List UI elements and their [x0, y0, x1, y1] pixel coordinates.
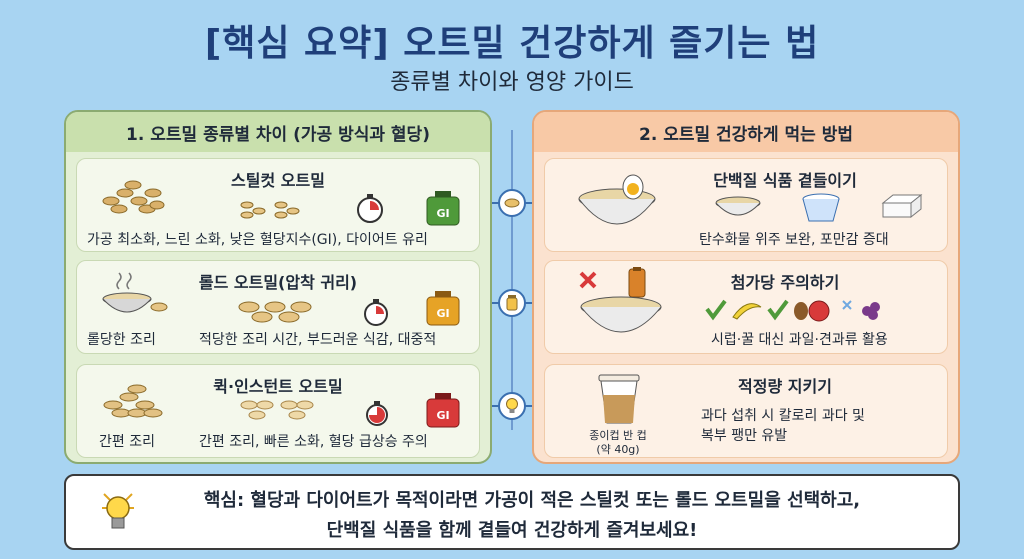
oat-flakes-node-icon	[498, 189, 526, 217]
instant-flakes-pile-icon	[103, 384, 163, 418]
steel-cut-title: 스틸컷 오트밀	[231, 171, 325, 190]
rolled-flakes-icon	[238, 301, 312, 323]
cup-amount-label: 종이컵 반 컵	[589, 429, 647, 442]
rolled-oats-card: 롤드 오트밀(압착 귀리) GI 롤당한 조리 적당한 조리 시간, 부드러운 …	[76, 260, 480, 354]
portion-description-line2: 복부 팽만 유발	[701, 428, 788, 444]
instant-oats-description: 간편 조리, 빠른 소화, 혈당 급상승 주의	[199, 434, 428, 450]
rolled-oats-description: 적당한 조리 시간, 부드러운 식감, 대중적	[199, 332, 437, 348]
portion-description-line1: 과다 섭취 시 칼로리 과다 및	[701, 408, 865, 424]
portion-card: 종이컵 반 컵 (약 40g) 적정량 지키기 과다 섭취 시 칼로리 과다 및…	[544, 364, 948, 458]
svg-text:GI: GI	[436, 307, 449, 320]
portion-title: 적정량 지키기	[738, 377, 832, 396]
rolled-oats-cooking-label: 롤당한 조리	[87, 332, 156, 348]
cup-weight-label: (약 40g)	[596, 443, 640, 456]
tofu-block-icon	[881, 193, 923, 219]
instant-oats-title: 퀵·인스턴트 오트밀	[213, 377, 343, 396]
paper-cup-icon	[598, 374, 640, 424]
rolled-oats-title: 롤드 오트밀(압착 귀리)	[198, 273, 358, 292]
steel-cut-card: 스틸컷 오트밀 GI 가공 최소화, 느린 소화, 낮은 혈당지수(GI), 다…	[76, 158, 480, 252]
protein-title: 단백질 식품 곁들이기	[713, 171, 857, 190]
instant-oats-card: 퀵·인스턴트 오트밀 GI 간편 조리 간편 조리, 빠른 소화, 혈당 급	[76, 364, 480, 458]
added-sugar-title: 첨가당 주의하기	[730, 273, 840, 292]
healthy-eating-panel: 2. 오트밀 건강하게 먹는 방법 단백질 식품 곁들이기 탄수화물 위주 보완…	[532, 110, 960, 464]
stopwatch-icon	[357, 194, 383, 223]
yogurt-cup-icon	[802, 193, 840, 222]
svg-text:GI: GI	[436, 409, 449, 422]
page-title: [핵심 요약] 오트밀 건강하게 즐기는 법	[204, 23, 820, 64]
steaming-bowl-icon	[102, 272, 168, 313]
steel-cut-description: 가공 최소화, 느린 소화, 낮은 혈당지수(GI), 다이어트 유리	[87, 232, 428, 248]
protein-card: 단백질 식품 곁들이기 탄수화물 위주 보완, 포만감 증대	[544, 158, 948, 252]
fruits-nuts-icon	[705, 299, 880, 322]
summary-line1: 핵심: 혈당과 다이어트가 목적이라면 가공이 적은 스틸컷 또는 롤드 오트밀…	[203, 490, 861, 511]
gi-scale-medium-icon: GI	[426, 291, 460, 326]
left-panel-heading: 1. 오트밀 종류별 차이 (가공 방식과 혈당)	[66, 112, 490, 152]
right-panel-heading: 2. 오트밀 건강하게 먹는 방법	[534, 112, 958, 152]
oat-grains-icon	[102, 180, 165, 214]
instant-oats-cooking-label: 간편 조리	[99, 434, 155, 450]
oatmeal-bowl-egg-icon	[578, 174, 656, 225]
gi-scale-high-icon: GI	[426, 393, 460, 428]
stopwatch-medium-icon	[364, 299, 388, 326]
lightbulb-node-icon	[498, 392, 526, 420]
added-sugar-description: 시럽·꿀 대신 과일·견과류 활용	[711, 332, 888, 348]
summary-box: 핵심: 혈당과 다이어트가 목적이라면 가공이 적은 스틸컷 또는 롤드 오트밀…	[64, 474, 960, 550]
cut-oats-icon	[240, 201, 300, 219]
center-connector-line	[511, 130, 513, 430]
oat-bowl-small-icon	[715, 196, 761, 216]
stopwatch-fast-icon	[366, 401, 388, 426]
protein-description: 탄수화물 위주 보완, 포만감 증대	[699, 232, 889, 248]
added-sugar-card: 첨가당 주의하기 시럽·꿀 대신 과일·견과류 활용	[544, 260, 948, 354]
lightbulb-icon	[102, 493, 134, 529]
page-subtitle: 종류별 차이와 영양 가이드	[390, 70, 634, 95]
summary-line2: 단백질 식품을 함께 곁들여 건강하게 즐겨보세요!	[326, 520, 698, 541]
oatmeal-bowl-syrup-icon	[579, 267, 662, 333]
instant-flakes-icon	[240, 400, 314, 420]
oatmeal-types-panel: 1. 오트밀 종류별 차이 (가공 방식과 혈당) 스틸컷 오트밀 GI	[64, 110, 492, 464]
gi-scale-low-icon: GI	[426, 191, 460, 226]
jar-node-icon	[498, 289, 526, 317]
svg-text:GI: GI	[436, 207, 449, 220]
